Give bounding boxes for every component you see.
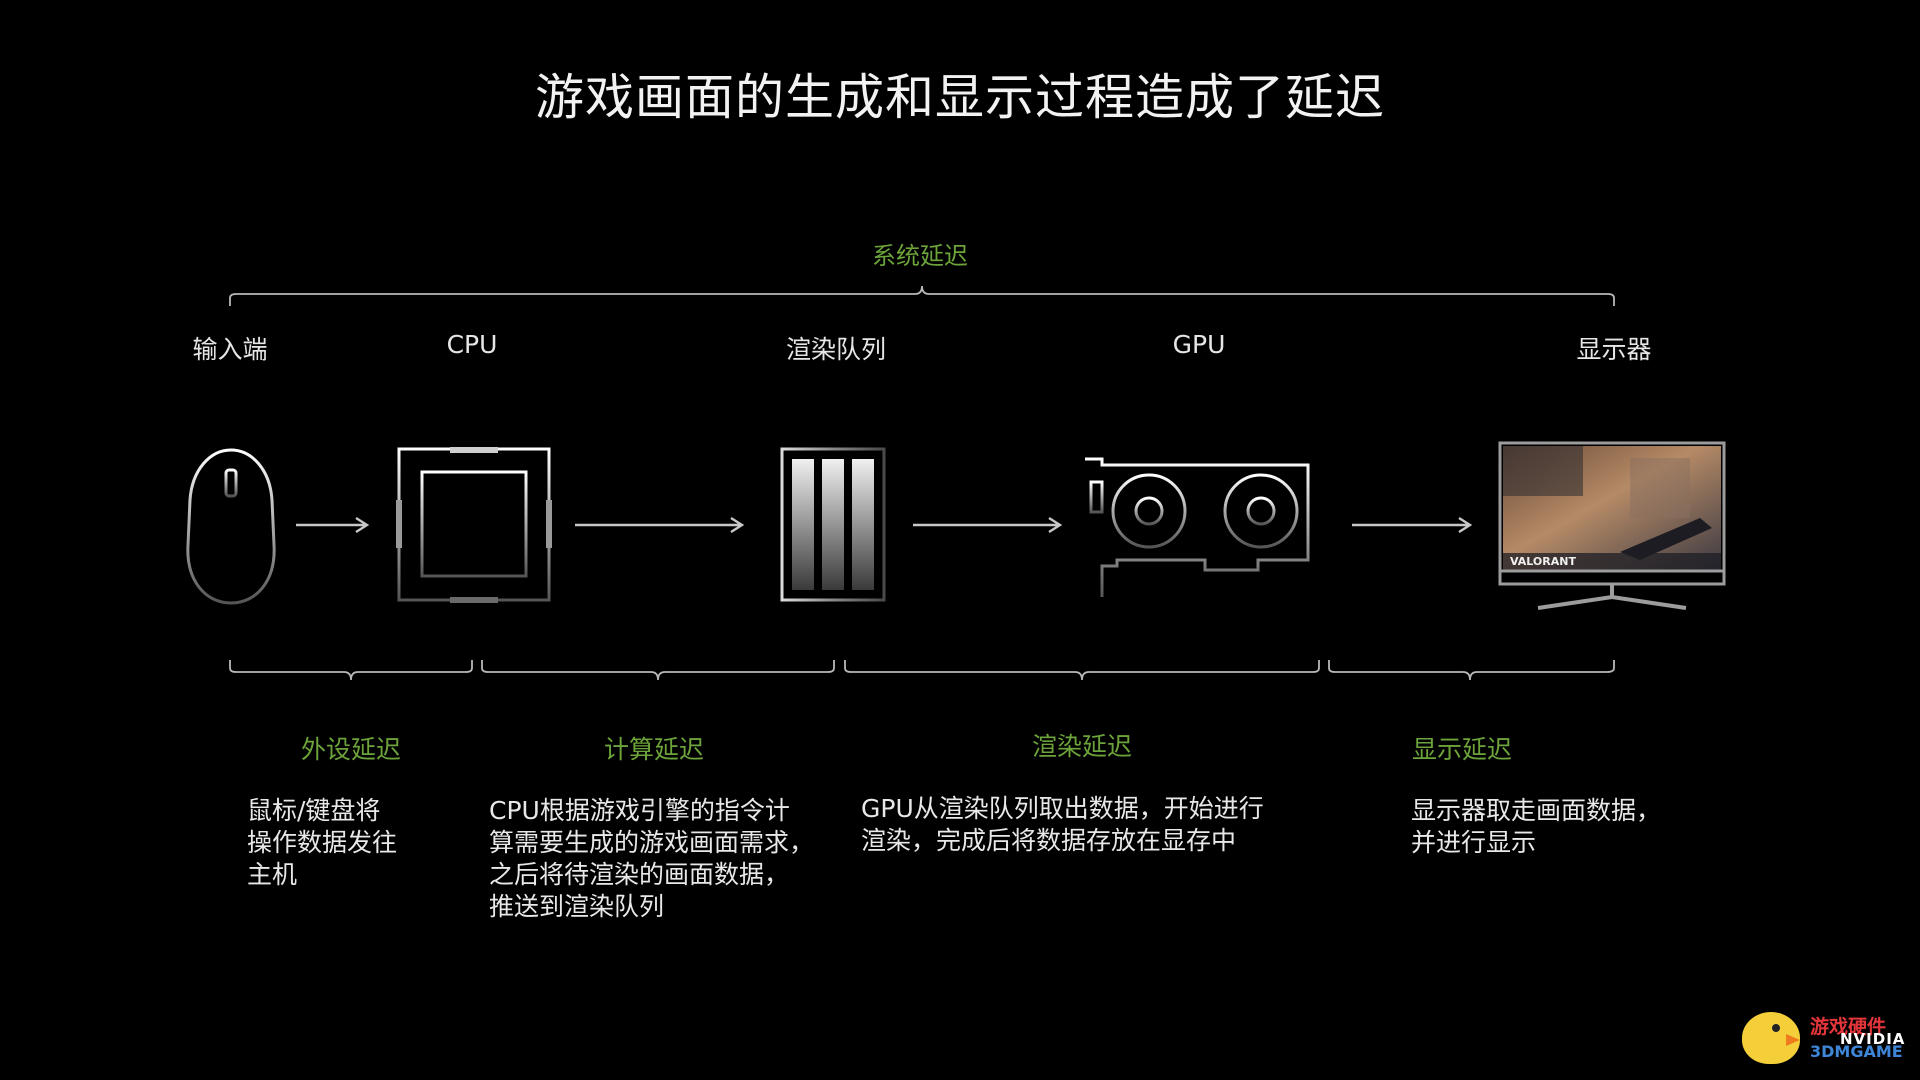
stage-label-cpu: CPU [446, 330, 498, 359]
arrow-gpu-to-display [1352, 516, 1473, 534]
watermark-en: 3DMGAME [1810, 1042, 1903, 1061]
bracket-render-latency [844, 660, 1320, 681]
system-latency-label: 系统延迟 [872, 242, 968, 270]
stage-label-render-queue: 渲染队列 [785, 335, 886, 364]
stage-label-gpu: GPU [1172, 330, 1226, 359]
compute-latency-desc: CPU根据游戏引擎的指令计 算需要生成的游戏画面需求， 之后将待渲染的画面数据，… [489, 796, 815, 921]
arrow-input-to-cpu [296, 516, 370, 534]
monitor-game-logo: VALORANT [1510, 555, 1576, 568]
render-queue-icon [780, 447, 886, 602]
stage-label-display: 显示器 [1576, 335, 1652, 364]
slide-title: 游戏画面的生成和显示过程造成了延迟 [534, 69, 1385, 126]
peripheral-latency-desc: 鼠标/键盘将 操作数据发往 主机 [247, 796, 398, 889]
system-latency-bracket [229, 285, 1615, 306]
chick-beak [1786, 1034, 1800, 1046]
gpu-icon [1085, 457, 1310, 597]
display-latency-label: 显示延迟 [1411, 735, 1512, 764]
compute-latency-label: 计算延迟 [603, 735, 704, 764]
render-latency-label: 渲染延迟 [1031, 732, 1132, 761]
chick-eye [1772, 1024, 1780, 1032]
watermark: 游戏硬件 NVIDIA 3DMGAME [1742, 1008, 1906, 1070]
cpu-icon [396, 447, 552, 603]
watermark-cn: 游戏硬件 [1810, 1016, 1887, 1038]
peripheral-latency-label: 外设延迟 [300, 735, 401, 764]
watermark-brand: NVIDIA [1840, 1030, 1906, 1048]
bracket-compute-latency [481, 660, 835, 681]
arrow-cpu-to-queue [575, 516, 745, 534]
bracket-peripheral-latency [229, 660, 473, 681]
display-latency-desc: 显示器取走画面数据， 并进行显示 [1411, 796, 1662, 857]
monitor-icon [1498, 441, 1726, 610]
stage-label-input: 输入端 [192, 335, 268, 364]
arrow-queue-to-gpu [913, 516, 1063, 534]
flow-arrows [296, 516, 1473, 534]
bracket-display-latency [1328, 660, 1615, 681]
mouse-icon [186, 448, 276, 605]
render-latency-desc: GPU从渲染队列取出数据，开始进行 渲染，完成后将数据存放在显存中 [861, 794, 1264, 855]
